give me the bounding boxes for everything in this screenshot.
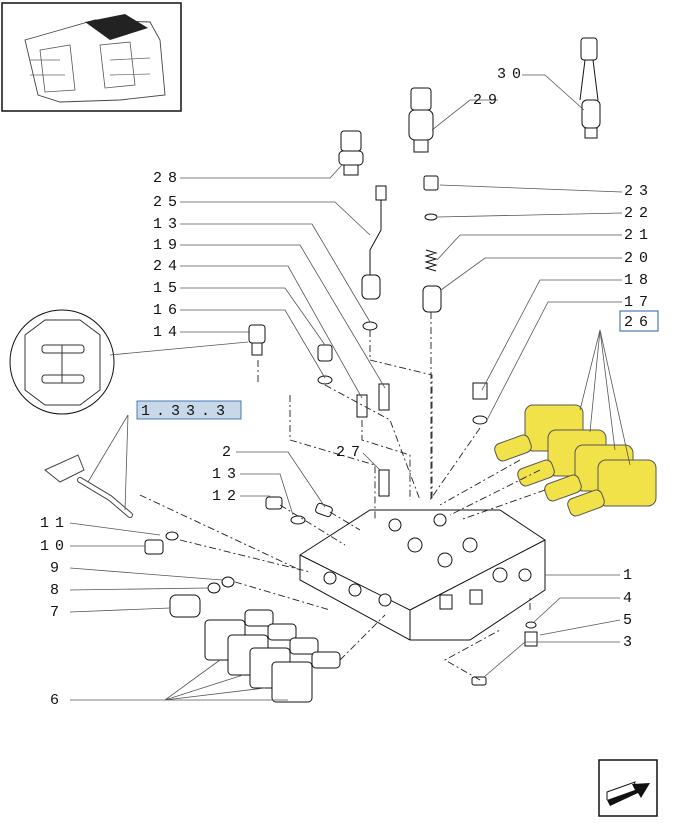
parts-19-24-bolts [356, 383, 390, 418]
label-23: 23 [624, 183, 654, 200]
label-10: 10 [40, 538, 70, 555]
part-27-bolt [378, 469, 390, 497]
parts-4-5-3 [471, 621, 538, 686]
label-6: 6 [50, 692, 65, 709]
part-1-valve-block [299, 509, 546, 641]
label-2: 2 [222, 444, 237, 461]
label-1: 1 [623, 567, 638, 584]
label-25: 25 [153, 194, 183, 211]
label-30: 30 [497, 66, 527, 83]
part-14-sensor [248, 324, 266, 356]
label-29: 29 [473, 92, 503, 109]
callout-box-26 [619, 310, 659, 332]
label-3: 3 [623, 634, 638, 651]
reference-link[interactable]: 1.33.3 [141, 403, 231, 420]
label-4: 4 [623, 590, 638, 607]
label-9: 9 [50, 560, 65, 577]
leader-lines [69, 74, 631, 701]
part-26-solenoid-valves-highlighted [494, 404, 657, 517]
parts-23-to-20-stack [422, 175, 442, 313]
label-17: 17 [624, 294, 654, 311]
detail-circle [9, 309, 249, 415]
part-25-sensor [361, 185, 387, 331]
tractor-overview-icon [1, 2, 182, 112]
ref-box [136, 400, 242, 420]
label-16: 16 [153, 302, 183, 319]
part-6-solenoids [204, 609, 341, 703]
part-30-sensor [579, 37, 601, 139]
label-22: 22 [624, 205, 654, 222]
pipe-fitting [44, 454, 133, 518]
label-5: 5 [623, 612, 638, 629]
label-28: 28 [153, 170, 183, 187]
parts-15-16 [317, 344, 333, 385]
label-8: 8 [50, 582, 65, 599]
label-26: 26 [624, 314, 654, 331]
label-13-bottom: 13 [212, 466, 242, 483]
part-29-sensor [408, 87, 434, 153]
parts-9-8-7 [169, 576, 235, 618]
label-7: 7 [50, 604, 65, 621]
parts-2-13-12 [265, 496, 333, 525]
label-21: 21 [624, 227, 654, 244]
label-27: 27 [336, 444, 366, 461]
label-11: 11 [40, 515, 70, 532]
label-12: 12 [212, 488, 242, 505]
label-19: 19 [153, 237, 183, 254]
label-18: 18 [624, 272, 654, 289]
label-13-top: 13 [153, 216, 183, 233]
next-page-arrow-icon[interactable] [598, 759, 658, 817]
part-28-sensor [338, 130, 364, 176]
parts-11-10 [144, 531, 179, 555]
label-20: 20 [624, 250, 654, 267]
label-14: 14 [153, 324, 183, 341]
assembly-lines [139, 312, 546, 681]
label-15: 15 [153, 280, 183, 297]
parts-18-17 [472, 382, 488, 425]
label-24: 24 [153, 258, 183, 275]
